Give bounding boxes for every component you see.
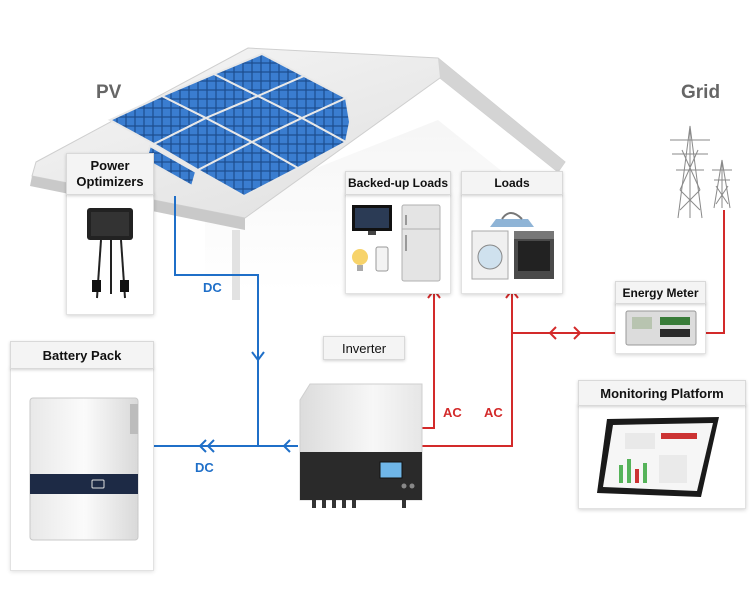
ac-label-right: AC: [484, 405, 503, 420]
lightbulb-icon: [352, 249, 368, 271]
energy-meter-card: [615, 302, 706, 354]
loads-title: Loads: [461, 171, 563, 195]
dc-label-bottom: DC: [195, 460, 214, 475]
backed-up-loads-card: [345, 194, 451, 294]
energy-meter-title: Energy Meter: [615, 281, 706, 304]
monitoring-platform-card: [578, 404, 746, 509]
transmission-tower-icon: [670, 125, 732, 219]
power-optimizer-icon: [87, 208, 133, 299]
ac-label-left: AC: [443, 405, 462, 420]
monitor-icon: [597, 417, 719, 497]
solar-panel-icon: [107, 52, 352, 198]
iron-icon: [490, 212, 534, 227]
pv-label: PV: [96, 82, 122, 103]
grid-label: Grid: [681, 82, 721, 103]
backed-up-loads-title: Backed-up Loads: [345, 171, 451, 195]
monitoring-platform-title: Monitoring Platform: [578, 380, 746, 406]
ac-wiring: [422, 210, 725, 447]
loads-icons: [471, 212, 554, 280]
inverter-icon: [299, 383, 423, 508]
tv-icon: [352, 205, 392, 235]
energy-meter-icon: [625, 310, 697, 346]
dc-wiring: [154, 196, 298, 453]
stove-icon: [514, 231, 554, 279]
battery-pack-title: Battery Pack: [10, 341, 154, 369]
battery-icon: [29, 397, 139, 541]
smartphone-icon: [375, 246, 389, 272]
dc-label-top: DC: [203, 280, 222, 295]
washing-machine-icon: [471, 230, 509, 280]
backed-up-loads-icons: [352, 204, 441, 282]
power-optimizers-title: Power Optimizers: [66, 153, 154, 195]
inverter-title: Inverter: [323, 336, 405, 360]
refrigerator-icon: [401, 204, 441, 282]
loads-card: [461, 194, 563, 294]
battery-pack-card: [10, 367, 154, 571]
power-optimizers-card: [66, 193, 154, 315]
